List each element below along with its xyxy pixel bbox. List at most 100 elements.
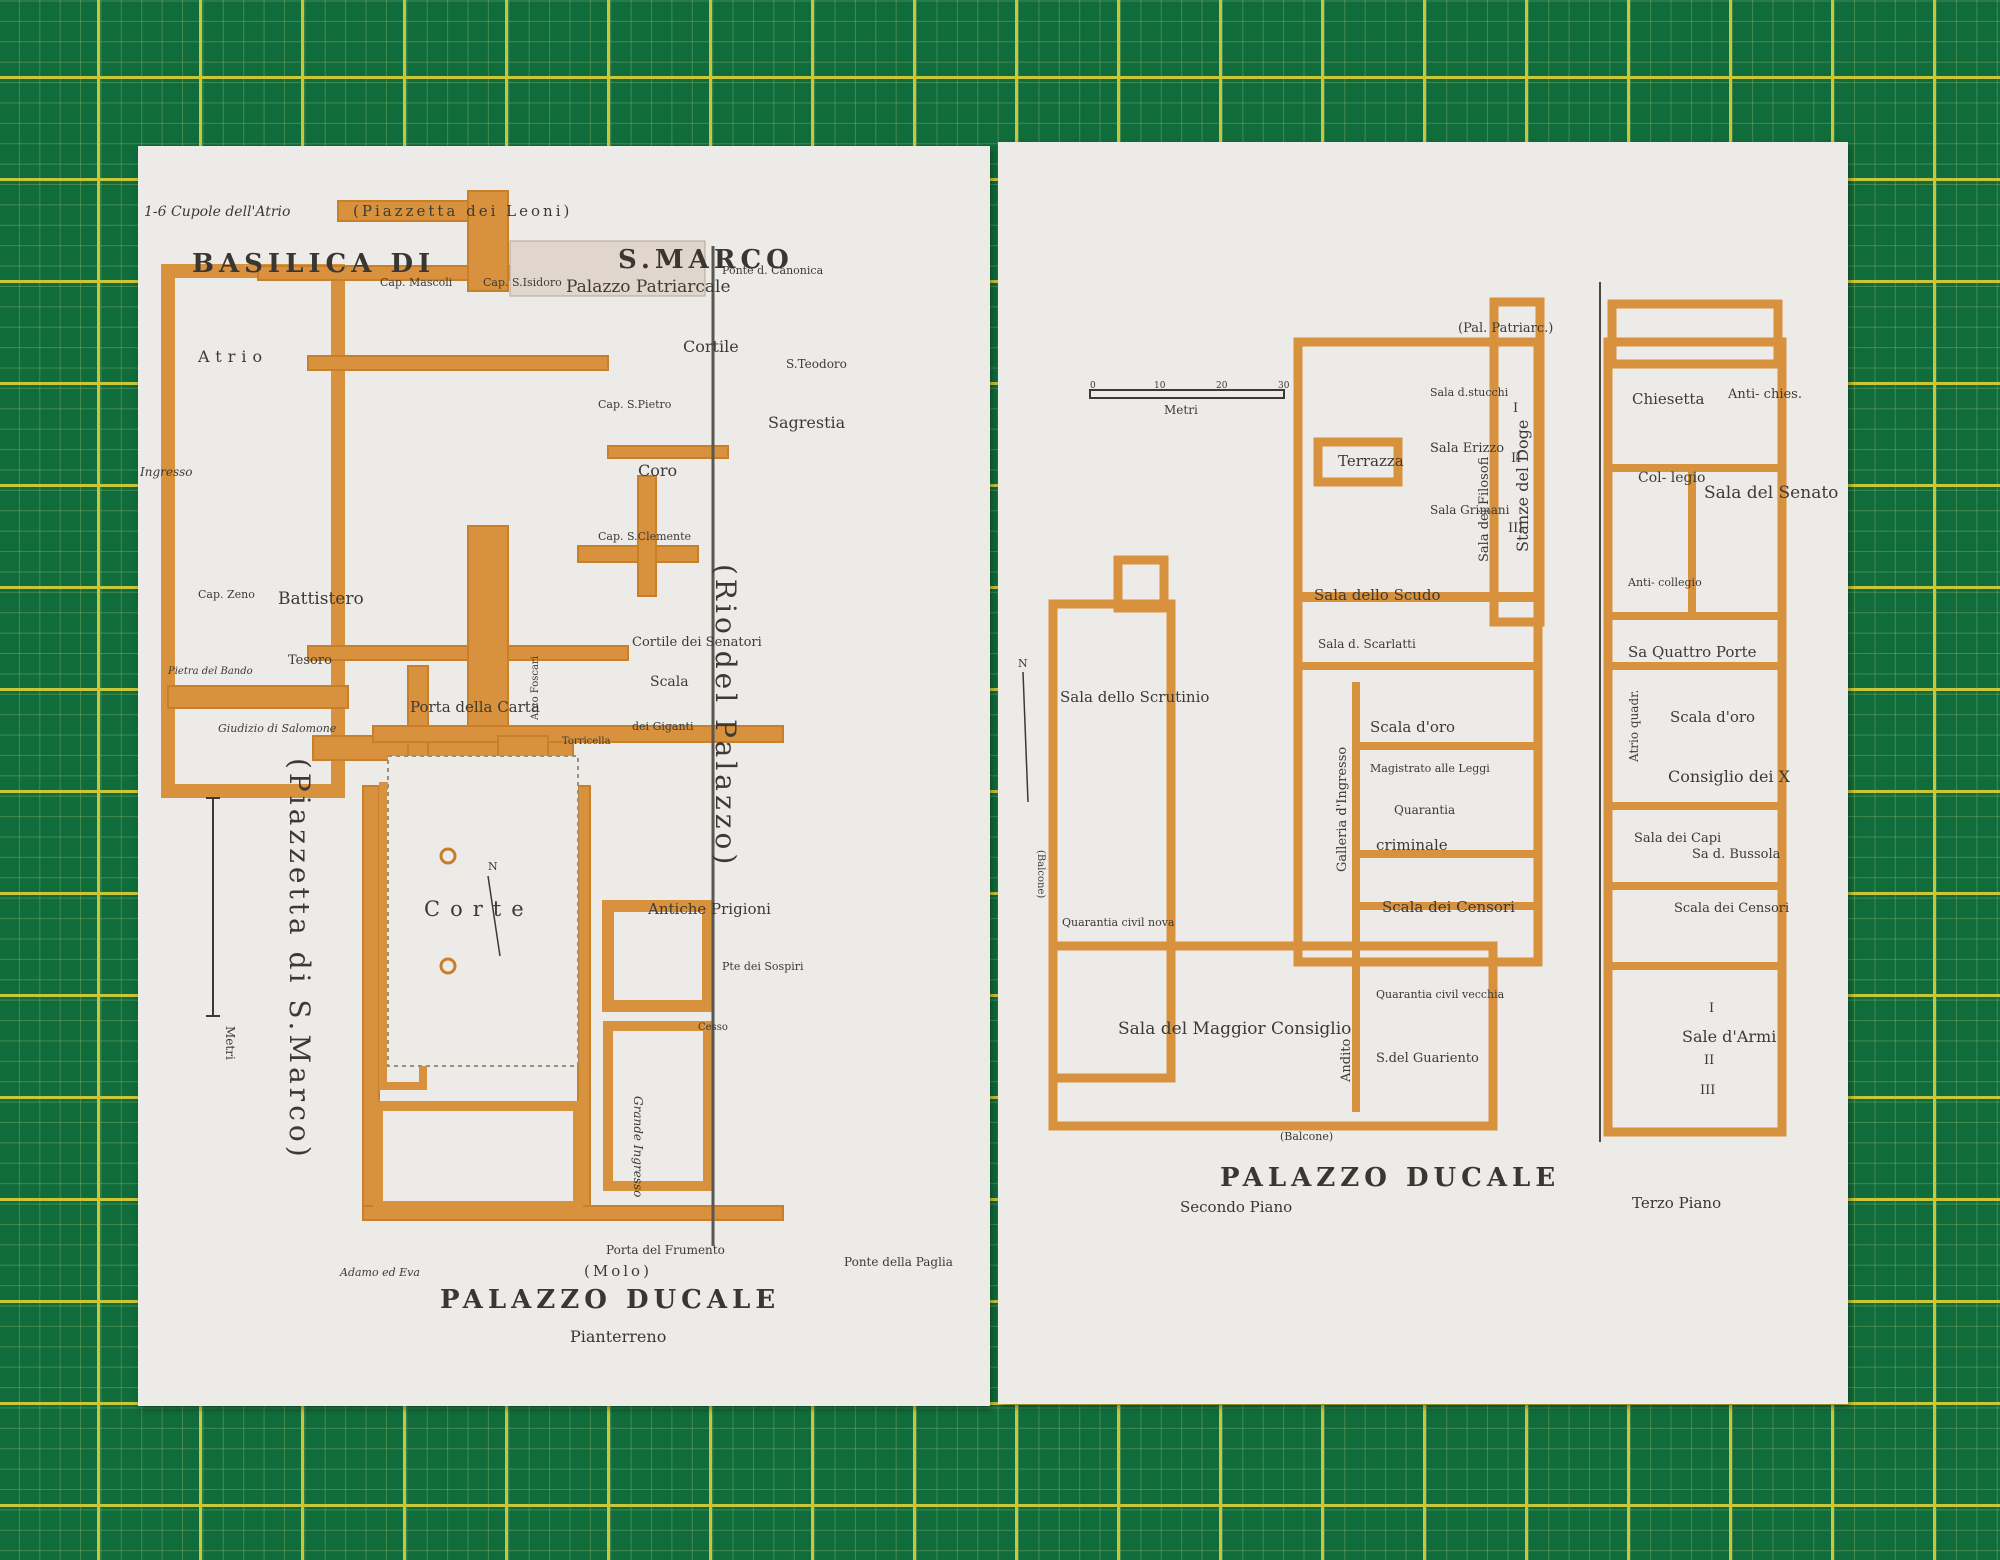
coro-label: Coro — [638, 461, 677, 480]
basilica-title-a: BASILICA DI — [192, 249, 435, 279]
scale-tick-10: 10 — [1154, 381, 1166, 391]
sala-bussola-label: Sa d. Bussola — [1692, 847, 1781, 862]
consiglio-x-label: Consiglio dei X — [1668, 767, 1791, 786]
sala-maggior-consiglio-label: Sala del Maggior Consiglio — [1118, 1019, 1351, 1039]
sala-capi-label: Sala dei Capi — [1634, 831, 1721, 846]
terrazza-block — [1313, 437, 1403, 487]
atrio-label: Atrio — [197, 347, 268, 366]
right-title: PALAZZO DUCALE — [1220, 1163, 1560, 1193]
maggior-consiglio-block — [1048, 941, 1498, 1131]
palace-north-wall — [372, 725, 784, 743]
chiesetta-label: Chiesetta — [1632, 390, 1704, 408]
third-floor-block — [1603, 337, 1787, 1137]
roman-i-label: I — [1513, 401, 1518, 416]
scrutinio-tower — [1113, 555, 1169, 613]
scale-label: Metri — [1164, 403, 1198, 417]
molo-label: (Molo) — [584, 1262, 652, 1280]
scala-censori-3-label: Scala dei Censori — [1674, 901, 1789, 916]
scala-oro-3-wall — [1612, 662, 1778, 670]
scala-oro-3-label: Scala d'oro — [1670, 708, 1755, 726]
pal-patriarc-label: (Pal. Patriarc.) — [1458, 321, 1553, 336]
arco-foscari-label: Arco Foscari — [530, 656, 541, 721]
stanze-doge-label: Stanze del Doge — [1513, 420, 1532, 552]
second-floor-east-wing — [1293, 337, 1543, 967]
north-arrow — [1022, 671, 1029, 803]
quarantia-civil-vecchia-label: Quarantia civil vecchia — [1376, 988, 1505, 1001]
collegio-label: Col- legio — [1638, 470, 1705, 486]
sala-filosofi-label: Sala dei Filosofi — [1477, 456, 1492, 562]
quarantia-civil-nova-label: Quarantia civil nova — [1062, 916, 1175, 929]
basilica-title-b: S.MARCO — [618, 245, 794, 275]
piazzetta-marco-label: (Piazzetta di S.Marco) — [283, 758, 316, 1161]
armi-roman-ii-label: II — [1704, 1053, 1714, 1068]
sagrestia-label: Sagrestia — [768, 413, 846, 432]
scala-censori-label: Scala dei Censori — [1382, 898, 1515, 916]
tesoro-label: Tesoro — [288, 653, 332, 668]
sala-stucchi-label: Sala d.stucchi — [1430, 386, 1509, 399]
ponte-sospiri-label: Pte dei Sospiri — [722, 960, 804, 973]
basilica-nave-wall — [307, 355, 609, 371]
palazzo-patriarcale-block — [509, 240, 706, 297]
atrio-quadrato-label: Atrio quadr. — [1627, 690, 1641, 763]
grande-ingresso-label: Grande Ingresso — [631, 1096, 645, 1197]
sacristy-wall — [607, 445, 729, 459]
criminale-wall — [1352, 850, 1538, 858]
ponte-paglia-label: Ponte della Paglia — [844, 1255, 953, 1269]
magistrato-leggi-label: Magistrato alle Leggi — [1370, 762, 1490, 775]
torricella-label: Torricella — [562, 736, 611, 747]
header-place: (Piazzetta dei Leoni) — [353, 202, 572, 220]
andito-label: Andito — [1339, 1039, 1354, 1083]
wellhead-north — [439, 847, 457, 865]
antiche-prigioni-label: Antiche Prigioni — [647, 900, 771, 918]
cortile-label: Cortile — [683, 337, 739, 356]
quattro-porte-label: Sa Quattro Porte — [1628, 643, 1757, 661]
cap-zeno-label: Cap. Zeno — [198, 588, 255, 601]
sale-armi-label: Sale d'Armi — [1682, 1027, 1776, 1046]
sala-scudo-label: Sala dello Scudo — [1314, 586, 1441, 604]
roman-iii-label: III — [1508, 521, 1523, 536]
scrutinio-block — [1048, 599, 1176, 1083]
chapel-block — [467, 190, 509, 292]
senato-wall — [1612, 464, 1778, 472]
giudizio-salomone-label: Giudizio di Salomone — [218, 722, 337, 735]
s-guariento-label: S.del Guariento — [1376, 1051, 1479, 1066]
s-teodoro-label: S.Teodoro — [786, 357, 847, 371]
subtitle-secondo: Secondo Piano — [1180, 1198, 1292, 1216]
balcone-west-label: (Balcone) — [1035, 850, 1046, 898]
cesso-label: Cesso — [698, 1022, 728, 1033]
roman-ii-label: II — [1511, 451, 1521, 466]
antichiesa-label: Anti- chies. — [1727, 387, 1802, 402]
prigioni-block — [602, 900, 714, 1012]
battistero-label: Battistero — [278, 589, 364, 609]
scala-oro-wall — [1352, 742, 1538, 750]
sala-grimani-label: Sala Grimani — [1430, 503, 1510, 517]
criminale-label: criminale — [1376, 836, 1448, 854]
quattro-porte-wall — [1612, 612, 1778, 620]
third-floor-north — [1607, 299, 1783, 369]
rio-palazzo-label: (Rio del Palazzo) — [709, 564, 742, 868]
galleria-wall — [1352, 682, 1360, 1112]
ground-floor-plan: 1-6 Cupole dell'Atrio (Piazzetta dei Leo… — [139, 190, 953, 1346]
porta-frumento-label: Porta del Frumento — [606, 1243, 725, 1257]
sala-senato-label: Sala del Senato — [1704, 483, 1838, 503]
scala-oro-label: Scala d'oro — [1370, 718, 1455, 736]
galleria-ingresso-label: Galleria d'Ingresso — [1335, 747, 1350, 872]
left-map-page: 1-6 Cupole dell'Atrio (Piazzetta dei Leo… — [138, 146, 990, 1406]
wellhead-south — [439, 957, 457, 975]
left-title: PALAZZO DUCALE — [440, 1285, 780, 1315]
corte-label: Corte — [424, 897, 534, 921]
armi-roman-i-label: I — [1709, 1001, 1714, 1016]
corte-courtyard — [387, 755, 579, 1067]
south-wing-block — [373, 1101, 583, 1211]
scudo-wall — [1298, 592, 1538, 602]
apse-wall — [637, 475, 657, 597]
censori-wall — [1352, 902, 1538, 910]
armi-roman-iii-label: III — [1700, 1083, 1715, 1098]
right-map-page: 0 10 20 30 Metri N (Pal. Patriarc.) Sala… — [998, 142, 1848, 1404]
doge-rooms-block — [1489, 297, 1545, 627]
left-subtitle: Pianterreno — [570, 1327, 666, 1346]
collegio-wall — [1688, 472, 1696, 612]
balcone-south-label: (Balcone) — [1280, 1130, 1333, 1143]
upper-floors-plan: 0 10 20 30 Metri N (Pal. Patriarc.) Sala… — [1018, 282, 1838, 1216]
ponte-canonica-label: Ponte d. Canonica — [722, 264, 824, 277]
